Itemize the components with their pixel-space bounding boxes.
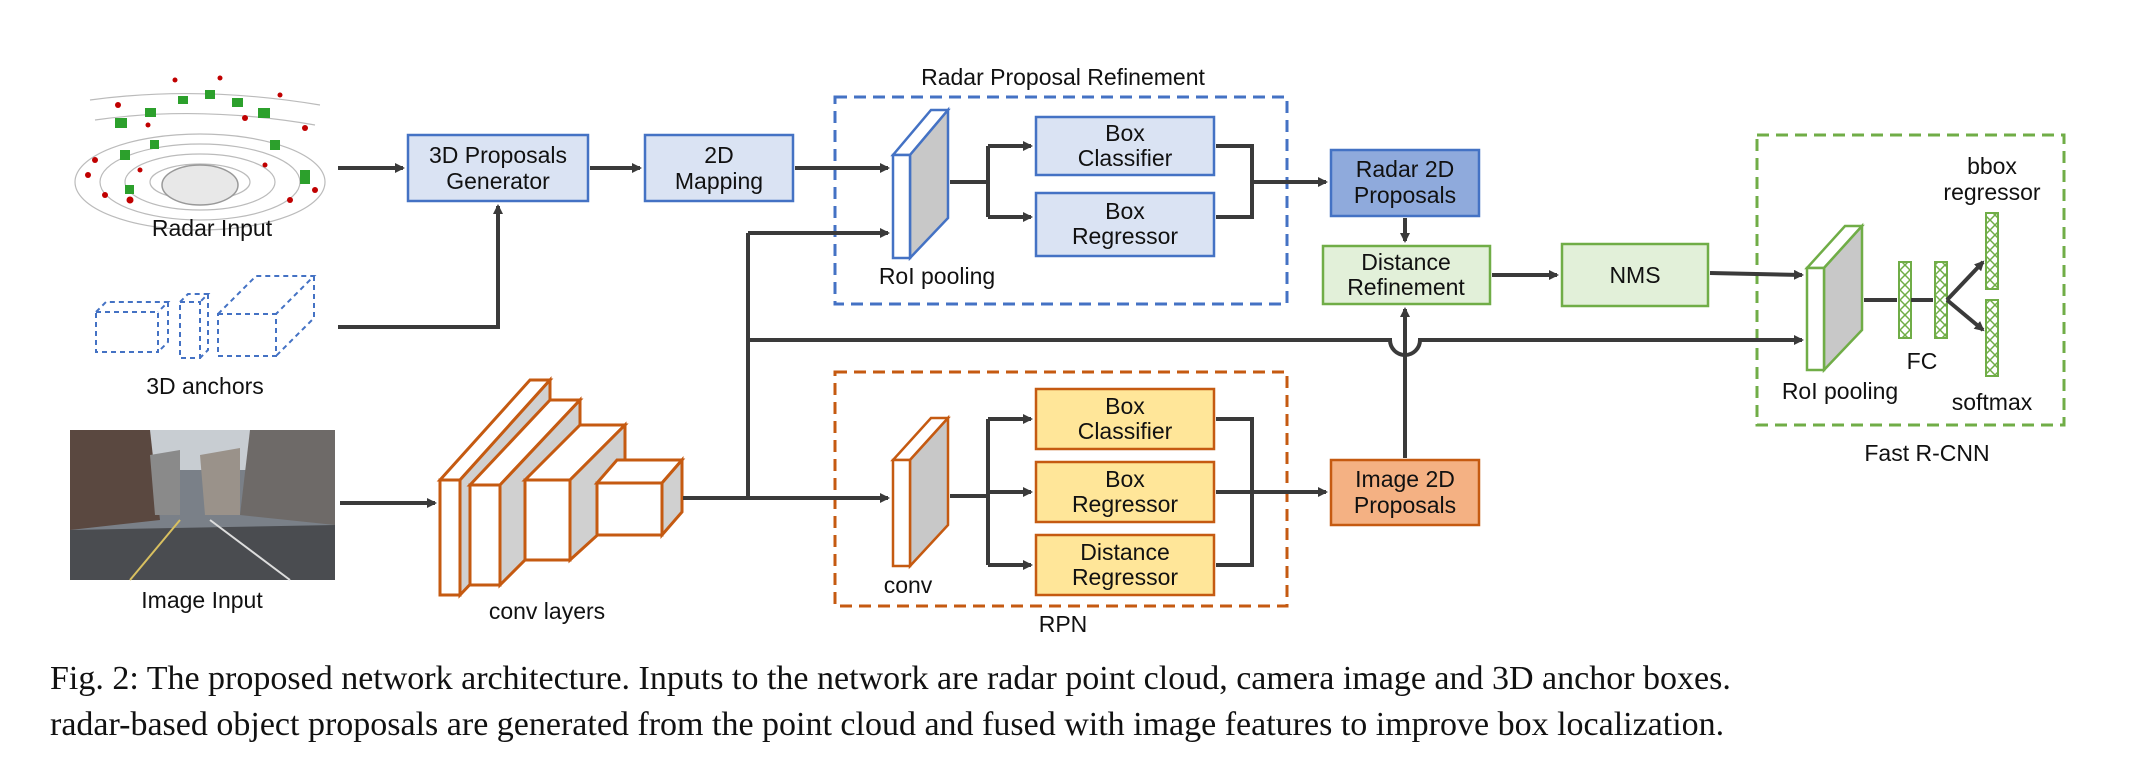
connectors xyxy=(338,141,1985,570)
box-regressor-rpn-label-1: Box xyxy=(1105,466,1145,492)
distance-regressor-box: Distance Regressor xyxy=(1034,533,1216,597)
figure-caption: Fig. 2: The proposed network architectur… xyxy=(50,656,2110,748)
proposals-generator-box: 3D Proposals Generator xyxy=(406,133,590,203)
radar-2d-proposals-box: Radar 2D Proposals xyxy=(1329,148,1481,218)
box-regressor-rpn-label-2: Regressor xyxy=(1072,491,1178,517)
box-classifier-top-label-2: Classifier xyxy=(1078,145,1173,171)
conv-layers-stack xyxy=(436,376,686,599)
mapping-label-2: Mapping xyxy=(675,168,763,194)
roi-pooling-1-label: RoI pooling xyxy=(879,263,995,289)
rpn-conv-label: conv xyxy=(884,572,933,598)
roi-pooling-block-1 xyxy=(890,106,951,262)
rpn-conv-block xyxy=(890,414,951,570)
conv-layers-label: conv layers xyxy=(489,598,605,624)
mapping-label-1: 2D xyxy=(704,142,733,168)
bbox-regressor-label-2: regressor xyxy=(1943,179,2040,205)
roi-pooling-2-label: RoI pooling xyxy=(1782,378,1898,404)
anchors-label: 3D anchors xyxy=(146,373,264,399)
fc-layers xyxy=(1898,212,1999,377)
caption-line-1: Fig. 2: The proposed network architectur… xyxy=(50,660,1731,697)
radar-refinement-title: Radar Proposal Refinement xyxy=(921,64,1205,90)
image-2d-proposals-label-2: Proposals xyxy=(1354,492,1456,518)
nms-box: NMS xyxy=(1560,242,1710,308)
distance-refinement-box: Distance Refinement xyxy=(1321,244,1492,306)
box-classifier-rpn-label-1: Box xyxy=(1105,393,1145,419)
rpn-title: RPN xyxy=(1039,611,1088,637)
fast-rcnn-title: Fast R-CNN xyxy=(1864,440,1989,466)
proposals-generator-label-2: Generator xyxy=(446,168,550,194)
radar-2d-proposals-label-2: Proposals xyxy=(1354,182,1456,208)
box-regressor-top: Box Regressor xyxy=(1034,191,1216,258)
anchor-boxes-icon xyxy=(95,275,317,359)
box-regressor-top-label-1: Box xyxy=(1105,198,1145,224)
image-input-label: Image Input xyxy=(141,587,263,613)
caption-line-2: radar-based object proposals are generat… xyxy=(50,706,1725,743)
fc-label: FC xyxy=(1907,348,1938,374)
box-classifier-top: Box Classifier xyxy=(1034,115,1216,177)
image-2d-proposals-label-1: Image 2D xyxy=(1355,466,1455,492)
radar-point-cloud-image xyxy=(70,68,335,231)
camera-image xyxy=(70,430,335,581)
box-classifier-rpn-label-2: Classifier xyxy=(1078,418,1173,444)
roi-pooling-block-2 xyxy=(1804,222,1865,374)
distance-refinement-label-1: Distance xyxy=(1361,249,1450,275)
radar-input-label: Radar Input xyxy=(152,215,273,241)
rpn-group xyxy=(833,370,1289,608)
distance-regressor-label-1: Distance xyxy=(1080,539,1169,565)
radar-refinement-group xyxy=(833,95,1289,306)
architecture-diagram: Radar Input 3D anchors Image Input 3D Pr… xyxy=(70,64,2066,637)
softmax-label: softmax xyxy=(1952,389,2033,415)
distance-refinement-label-2: Refinement xyxy=(1347,274,1465,300)
image-2d-proposals-box: Image 2D Proposals xyxy=(1329,458,1481,527)
box-regressor-rpn: Box Regressor xyxy=(1034,460,1216,524)
box-classifier-rpn: Box Classifier xyxy=(1034,387,1216,451)
box-regressor-top-label-2: Regressor xyxy=(1072,223,1178,249)
proposals-generator-label-1: 3D Proposals xyxy=(429,142,567,168)
radar-2d-proposals-label-1: Radar 2D xyxy=(1356,156,1454,182)
fast-rcnn-group xyxy=(1755,133,2066,427)
box-classifier-top-label-1: Box xyxy=(1105,120,1145,146)
nms-label: NMS xyxy=(1609,262,1660,288)
distance-regressor-label-2: Regressor xyxy=(1072,564,1178,590)
mapping-box: 2D Mapping xyxy=(643,133,795,203)
bbox-regressor-label-1: bbox xyxy=(1967,153,2017,179)
